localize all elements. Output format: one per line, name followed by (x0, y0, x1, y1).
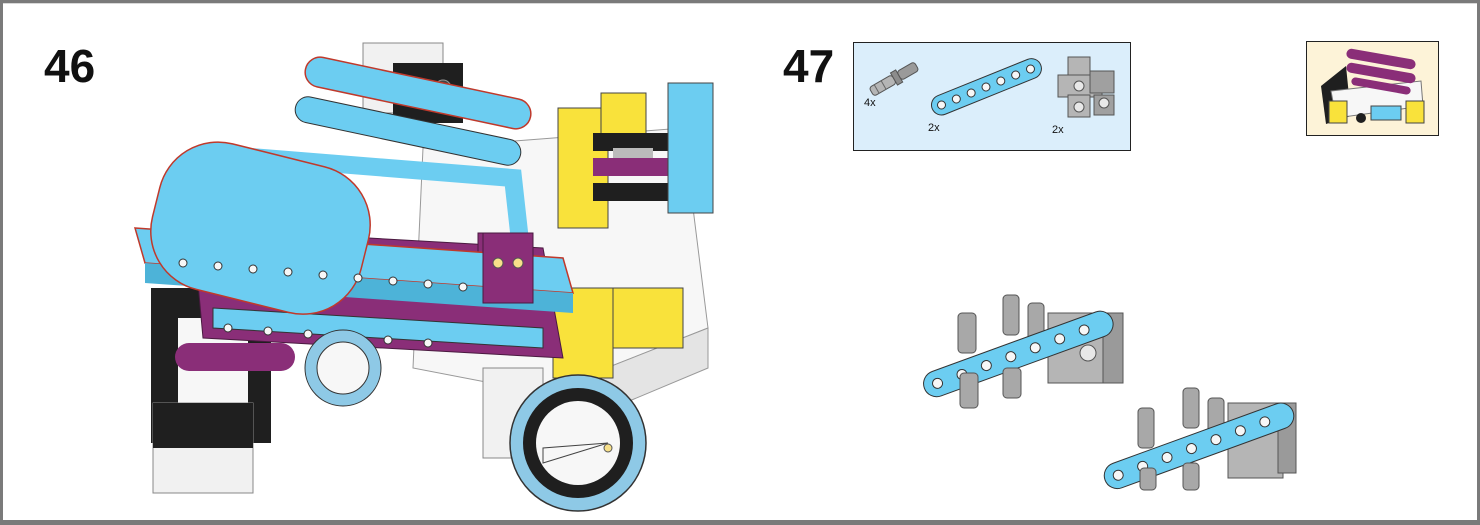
blue-beam-icon (930, 58, 1042, 116)
parts-callout: 4x 2x 2x (853, 42, 1131, 151)
step-number-47: 47 (783, 40, 835, 92)
model-thumbnail (1306, 41, 1439, 136)
step-number-46: 46 (44, 40, 96, 92)
gray-cross-block-icon (1057, 56, 1115, 118)
top-divider (3, 3, 1477, 4)
part-qty-cross-block: 2x (1052, 124, 1064, 136)
instruction-page: 46 47 (3, 3, 1477, 520)
part-qty-beam: 2x (928, 122, 940, 134)
step-47-assembly-illustration (923, 294, 1297, 491)
model-thumbnail-illustration (1321, 48, 1425, 124)
friction-axle-pin-icon (869, 62, 919, 96)
step-46-model-illustration (133, 42, 714, 512)
part-qty-axle-pin: 4x (864, 97, 876, 109)
